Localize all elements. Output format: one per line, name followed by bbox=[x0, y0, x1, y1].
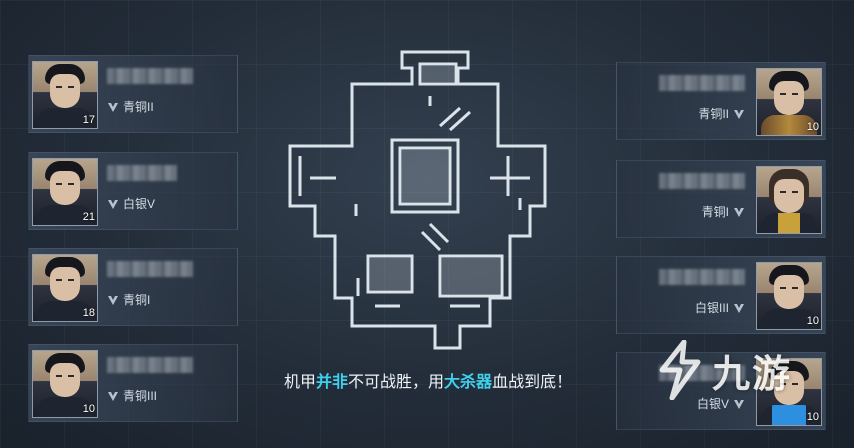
player-avatar: 18 bbox=[32, 254, 98, 322]
left-player-card-3[interactable]: 18 青铜I bbox=[28, 248, 238, 326]
left-player-card-1[interactable]: 17 青铜II bbox=[28, 55, 238, 133]
player-rank: 青铜II bbox=[107, 98, 154, 115]
left-player-card-4[interactable]: 10 青铜III bbox=[28, 344, 238, 422]
rank-badge-icon bbox=[734, 109, 744, 119]
player-avatar: 10 bbox=[32, 350, 98, 418]
player-name-blurred bbox=[107, 165, 177, 181]
rank-label: 青铜I bbox=[701, 205, 729, 219]
player-level: 17 bbox=[82, 114, 95, 126]
rank-label: 青铜II bbox=[698, 107, 729, 121]
player-avatar: 10 bbox=[756, 358, 822, 426]
caption-text: 不可战胜，用 bbox=[348, 374, 445, 391]
rank-label: 青铜I bbox=[123, 293, 151, 307]
rank-badge-icon bbox=[734, 207, 744, 217]
right-player-card-4[interactable]: 10 白银V bbox=[616, 352, 826, 430]
player-name-blurred bbox=[659, 173, 745, 189]
player-level: 21 bbox=[82, 211, 95, 223]
player-rank: 白银III bbox=[695, 299, 745, 316]
player-avatar: 10 bbox=[756, 68, 822, 136]
rank-badge-icon bbox=[108, 102, 118, 112]
player-rank: 白银V bbox=[697, 395, 745, 412]
right-player-card-3[interactable]: 10 白银III bbox=[616, 256, 826, 334]
player-level: 10 bbox=[806, 315, 819, 327]
player-name-blurred bbox=[107, 357, 193, 373]
player-avatar: 10 bbox=[756, 262, 822, 330]
rank-badge-icon bbox=[734, 399, 744, 409]
player-rank: 青铜I bbox=[107, 291, 150, 308]
rank-badge-icon bbox=[108, 199, 118, 209]
map-outline-icon bbox=[288, 50, 547, 350]
rank-label: 青铜II bbox=[123, 100, 154, 114]
right-player-card-1[interactable]: 10 青铜II bbox=[616, 62, 826, 140]
left-player-card-2[interactable]: 21 白银V bbox=[28, 152, 238, 230]
tip-caption: 机甲并非不可战胜，用大杀器血战到底！ bbox=[262, 370, 592, 396]
rank-badge-icon bbox=[734, 303, 744, 313]
rank-label: 青铜III bbox=[123, 389, 158, 403]
player-avatar bbox=[756, 166, 822, 234]
player-level: 10 bbox=[82, 403, 95, 415]
player-name-blurred bbox=[107, 261, 193, 277]
watermark-text: 九游 bbox=[712, 353, 793, 396]
rank-label: 白银III bbox=[694, 301, 729, 315]
player-rank: 白银V bbox=[107, 195, 155, 212]
player-name-blurred bbox=[659, 269, 745, 285]
caption-text: 机甲 bbox=[284, 374, 317, 391]
player-avatar: 21 bbox=[32, 158, 98, 226]
left-team-panel: 17 青铜II 21 白银V 18 青铜I 10 bbox=[12, 0, 248, 448]
rank-badge-icon bbox=[108, 391, 118, 401]
watermark: 九游 bbox=[654, 335, 824, 405]
player-rank: 青铜II bbox=[698, 105, 745, 122]
caption-text: 血战到底！ bbox=[492, 374, 573, 391]
player-level: 10 bbox=[806, 411, 819, 423]
player-level: 10 bbox=[806, 121, 819, 133]
rank-label: 白银V bbox=[696, 397, 729, 411]
player-name-blurred bbox=[659, 75, 745, 91]
player-rank: 青铜I bbox=[702, 203, 745, 220]
battle-map bbox=[280, 48, 570, 356]
player-rank: 青铜III bbox=[107, 387, 157, 404]
caption-highlight: 大杀器 bbox=[444, 374, 493, 391]
player-level: 18 bbox=[82, 307, 95, 319]
player-name-blurred bbox=[107, 68, 193, 84]
right-player-card-2[interactable]: 青铜I bbox=[616, 160, 826, 238]
caption-highlight: 并非 bbox=[316, 374, 349, 391]
rank-badge-icon bbox=[108, 295, 118, 305]
nine-game-logo-icon bbox=[659, 340, 701, 400]
player-avatar: 17 bbox=[32, 61, 98, 129]
right-team-panel: 10 青铜II 青铜I 10 白银III 10 bbox=[606, 0, 842, 448]
rank-label: 白银V bbox=[123, 197, 156, 211]
